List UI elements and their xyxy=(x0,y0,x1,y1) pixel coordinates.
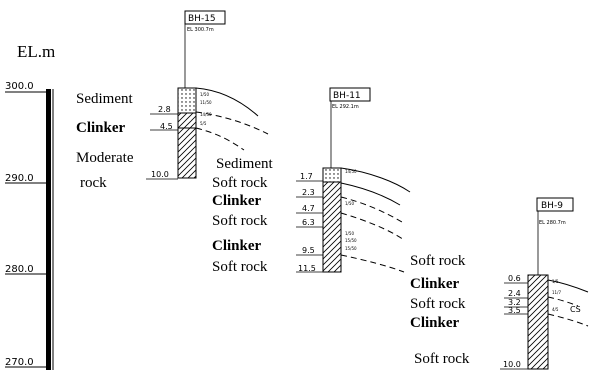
bh9-depth-1: 0.6 xyxy=(508,274,521,283)
bh9-layer-softrock-2: Soft rock xyxy=(410,296,466,312)
bh11-layer-softrock-1: Soft rock xyxy=(212,175,268,191)
bh15-column-clinker xyxy=(177,112,197,129)
bh15-layer-rock: rock xyxy=(80,175,107,191)
bh9-name-box xyxy=(536,197,574,212)
bh9-depth-3: 3.2 xyxy=(508,298,521,307)
boundary-line-6 xyxy=(340,196,403,223)
boundary-line-5 xyxy=(340,182,401,206)
bh15-spt-1: 1/50 xyxy=(200,92,209,97)
bh11-depth-2: 2.3 xyxy=(302,188,315,197)
bh15-layer-moderate: Moderate xyxy=(76,150,134,166)
borehole-bh9: BH-9 EL 280.7m 0.6 2.4 3.2 3.5 10.0 1/5 … xyxy=(410,197,581,370)
bh9-layer-softrock-1: Soft rock xyxy=(410,253,466,269)
bh9-layer-clinker-2: Clinker xyxy=(410,315,460,331)
bh15-layer-sediment: Sediment xyxy=(76,91,133,107)
bh15-elevation: EL 300.7m xyxy=(187,27,214,33)
bh9-name: BH-9 xyxy=(541,201,563,211)
bh9-layer-clinker-1: Clinker xyxy=(410,276,460,292)
bh9-depth-2: 2.4 xyxy=(508,289,521,298)
bh15-column-rock xyxy=(177,127,197,179)
bh11-layer-clinker-2: Clinker xyxy=(212,238,262,254)
bh11-depth-6: 11.5 xyxy=(298,264,316,273)
bh11-spt-4: 15/50 xyxy=(345,238,357,243)
boundary-line-4 xyxy=(340,167,411,193)
bh15-depth-3: 10.0 xyxy=(151,170,169,179)
bh9-column xyxy=(527,274,549,370)
bh9-depth-5: 10.0 xyxy=(503,360,521,369)
bh11-elevation: EL 292.1m xyxy=(332,104,359,110)
bh9-layer-softrock-3: Soft rock xyxy=(414,351,470,367)
boundary-line-1 xyxy=(195,87,259,117)
bh15-spt-3: 14/50 xyxy=(200,112,212,117)
bh11-layer-softrock-3: Soft rock xyxy=(212,259,268,275)
axis-title: EL.m xyxy=(17,42,55,61)
bh11-name: BH-11 xyxy=(333,91,361,101)
bh9-boundary-lines xyxy=(547,279,589,327)
bh15-layer-clinker: Clinker xyxy=(76,120,126,136)
boundary-line-3 xyxy=(195,127,245,151)
tick-label-300: 300.0 xyxy=(5,81,34,92)
bh15-spt-4: 5/5 xyxy=(200,121,207,126)
bh11-layer-softrock-2: Soft rock xyxy=(212,213,268,229)
bh11-spt-5: 15/50 xyxy=(345,246,357,251)
tick-label-280: 280.0 xyxy=(5,264,34,275)
borehole-bh11: BH-11 EL 292.1m 1.7 2.3 4.7 6.3 9.5 11.5… xyxy=(212,87,371,275)
bh11-depth-4: 6.3 xyxy=(302,218,315,227)
bh9-depth-4: 3.5 xyxy=(508,306,521,315)
bh15-name-box xyxy=(184,10,226,25)
boundary-line-10 xyxy=(547,296,579,307)
bh11-name-box xyxy=(329,87,371,102)
bh11-layer-clinker-1: Clinker xyxy=(212,193,262,209)
boundary-line-8 xyxy=(340,254,405,273)
bh11-depth-1: 1.7 xyxy=(300,172,313,181)
boundary-line-9 xyxy=(547,279,589,293)
bh11-column-sediment xyxy=(322,167,342,183)
bh11-layer-sediment: Sediment xyxy=(216,156,273,172)
bh9-spt-4: CS xyxy=(570,305,581,314)
bh11-boundary-lines xyxy=(340,167,411,273)
bh15-column-sediment xyxy=(177,87,197,114)
bh15-name: BH-15 xyxy=(188,14,216,24)
bh15-spt-2: 11/50 xyxy=(200,100,212,105)
bh11-column-rock xyxy=(322,181,342,273)
bh15-boundary-lines xyxy=(195,87,269,151)
borehole-bh15: BH-15 EL 300.7m 2.8 4.5 10.0 1/50 11/50 … xyxy=(76,10,226,191)
tick-label-290: 290.0 xyxy=(5,173,34,184)
bh15-depth-2: 4.5 xyxy=(160,122,173,131)
axis-bar xyxy=(46,89,51,370)
boundary-line-11 xyxy=(547,313,589,327)
boundary-line-7 xyxy=(340,212,405,241)
bh15-depth-1: 2.8 xyxy=(158,105,171,114)
bh11-spt-3: 1/50 xyxy=(345,231,354,236)
bh11-spt-2: 1/50 xyxy=(345,201,354,206)
tick-label-270: 270.0 xyxy=(5,357,34,368)
bh11-depth-3: 4.7 xyxy=(302,204,315,213)
bh9-elevation: EL 280.7m xyxy=(539,220,566,226)
boundary-line-2 xyxy=(195,111,269,135)
bh11-depth-5: 9.5 xyxy=(302,246,315,255)
elevation-axis: EL.m 300.0 290.0 280.0 270.0 xyxy=(5,42,55,370)
bh9-spt-2: 11/7 xyxy=(552,290,561,295)
bh11-spt-1: 14/50 xyxy=(345,169,357,174)
bh9-spt-3: 4/5 xyxy=(552,307,559,312)
